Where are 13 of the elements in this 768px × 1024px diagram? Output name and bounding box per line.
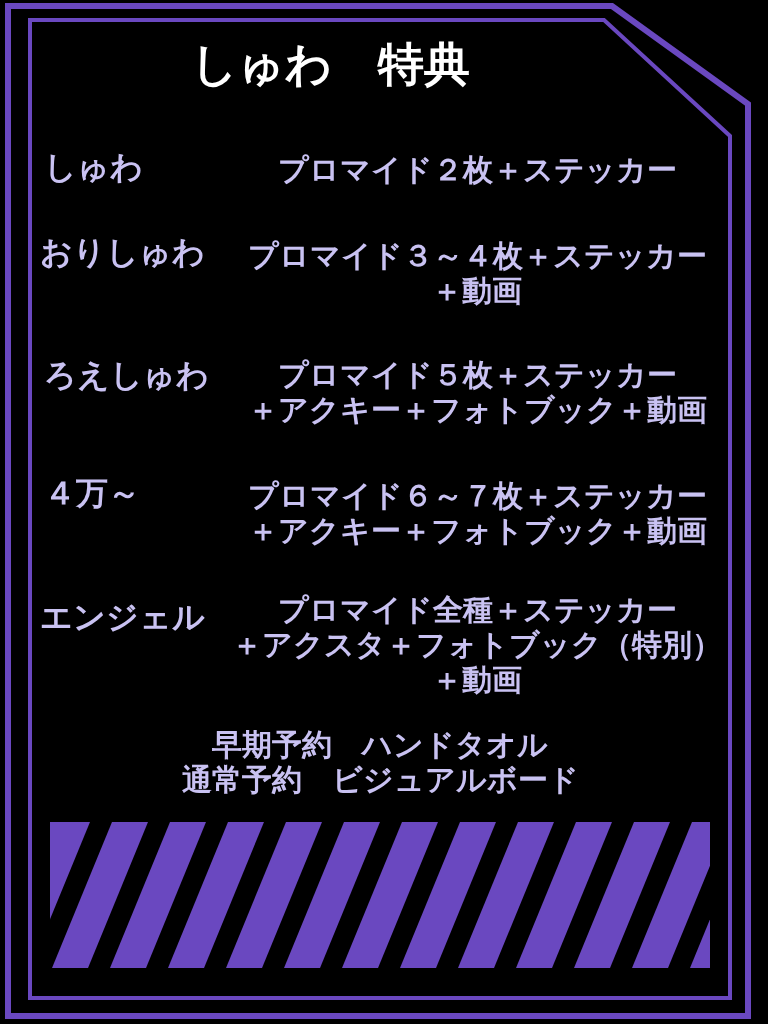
tier-name: しゅわ — [44, 150, 144, 185]
tier-name: ろえしゅわ — [44, 358, 210, 393]
bonus-text: 早期予約 ハンドタオル — [211, 727, 549, 762]
tier-name: ４万～ — [44, 476, 141, 511]
reward-text: プロマイド６～７枚＋ステッカー＋アクキー＋フォトブック＋動画 — [246, 478, 708, 548]
title: しゅわ 特典 — [189, 36, 471, 93]
bonus-text: 通常予約 ビジュアルボード — [180, 762, 580, 797]
tier-name: エンジェル — [40, 600, 206, 635]
reward-text: プロマイド３～４枚＋ステッカー＋動画 — [246, 238, 708, 308]
reward-text: プロマイド２枚＋ステッカー — [276, 152, 678, 187]
reward-text: プロマイド５枚＋ステッカー＋アクキー＋フォトブック＋動画 — [246, 357, 708, 427]
reward-text: プロマイド全種＋ステッカー＋アクスタ＋フォトブック（特別）＋動画 — [232, 592, 722, 697]
tier-name: おりしゅわ — [40, 235, 206, 270]
